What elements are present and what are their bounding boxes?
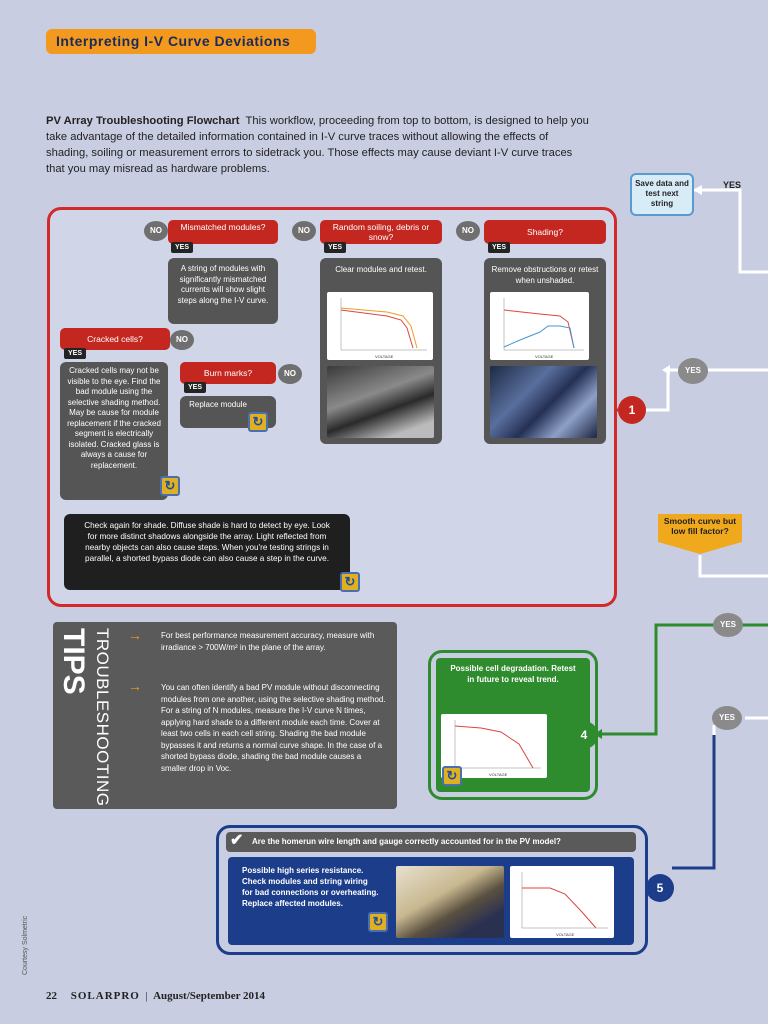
save-yes-label: YES: [723, 180, 742, 190]
shading-action: Remove obstructions or retest when unsha…: [491, 265, 599, 285]
soiling-action: Clear modules and retest.: [335, 265, 427, 274]
homerun-question-bar: [226, 832, 636, 852]
homerun-refresh-icon: [368, 912, 388, 932]
step-5-marker: 5: [646, 874, 674, 902]
degradation-xlabel: VOLTAGE: [489, 772, 508, 777]
cracked-no: NO: [170, 330, 194, 350]
soiling-photo: [327, 366, 434, 438]
soiling-no: NO: [292, 221, 316, 241]
wiring-photo: [396, 866, 504, 938]
intro-title: PV Array Troubleshooting Flowchart: [46, 115, 240, 127]
mismatch-action: A string of modules with significantly m…: [168, 258, 278, 324]
shading-xlabel: VOLTAGE: [535, 354, 554, 359]
magazine-name: SOLARPRO: [70, 990, 140, 1002]
check-shade-box: Check again for shade. Diffuse shade is …: [64, 514, 350, 590]
shading-iv-plot: VOLTAGE: [490, 292, 589, 360]
tips-subtitle: TROUBLESHOOTING: [93, 628, 112, 807]
burn-yes: YES: [184, 382, 207, 393]
step-5-yes: YES: [712, 706, 742, 730]
tip-1-text: For best performance measurement accurac…: [161, 631, 375, 652]
soiling-question: Random soiling, debris or snow?: [320, 220, 442, 244]
burn-no: NO: [278, 364, 302, 384]
footer-separator: |: [145, 990, 148, 1002]
section-tag: Interpreting I-V Curve Deviations: [46, 29, 316, 54]
tip-1-arrow-icon: →: [128, 627, 142, 643]
page-number: 22: [46, 990, 57, 1002]
issue-date: August/September 2014: [153, 990, 266, 1002]
step-1-yes: YES: [678, 358, 708, 384]
mismatch-yes: YES: [171, 242, 194, 253]
page-footer: 22 SOLARPRO | August/September 2014: [46, 990, 265, 1002]
homerun-action: Possible high series resistance. Check m…: [242, 866, 379, 908]
shading-no: NO: [456, 221, 480, 241]
fill-factor-label: Smooth curve but low fill factor?: [663, 516, 737, 536]
cracked-refresh-icon: [160, 476, 180, 496]
soiling-xlabel: VOLTAGE: [375, 354, 394, 359]
intro-body: This workflow, proceeding from top to bo…: [46, 115, 589, 175]
degradation-label: Possible cell degradation. Retest in fut…: [450, 664, 576, 684]
photo-credit: Courtesy Solmetric: [22, 915, 29, 975]
step-1-marker: 1: [618, 396, 646, 424]
series-xlabel: VOLTAGE: [556, 932, 575, 937]
fill-factor-shape: [658, 514, 742, 554]
homerun-question: Are the homerun wire length and gauge co…: [252, 837, 561, 846]
tip-2-arrow-icon: →: [128, 678, 142, 694]
cracked-action: Cracked cells may not be visible to the …: [60, 362, 168, 500]
series-resistance-iv-plot: VOLTAGE: [510, 866, 614, 938]
burn-refresh-icon: [248, 412, 268, 432]
tips-title: TIPS: [57, 628, 90, 695]
cracked-question: Cracked cells?: [60, 328, 170, 350]
flow-section-4: [428, 650, 598, 800]
shading-photo: [490, 366, 597, 438]
shading-question: Shading?: [484, 220, 606, 244]
burn-question: Burn marks?: [180, 362, 276, 384]
check-refresh-icon: [340, 572, 360, 592]
tips-panel: [53, 622, 397, 809]
mismatch-no: NO: [144, 221, 168, 241]
degradation-refresh-icon: [442, 766, 462, 786]
save-data-box: Save data and test next string: [630, 173, 694, 216]
check-icon: ✔: [230, 832, 244, 849]
soiling-iv-plot: VOLTAGE: [327, 292, 433, 360]
intro-paragraph: PV Array Troubleshooting Flowchart This …: [46, 113, 591, 177]
tip-2-text: You can often identify a bad PV module w…: [161, 683, 386, 773]
mismatch-question: Mismatched modules?: [168, 220, 278, 244]
soiling-yes: YES: [324, 242, 347, 253]
shading-yes: YES: [488, 242, 511, 253]
step-4-marker: 4: [570, 721, 598, 749]
step-4-yes: YES: [713, 613, 743, 637]
cracked-yes: YES: [64, 348, 87, 359]
